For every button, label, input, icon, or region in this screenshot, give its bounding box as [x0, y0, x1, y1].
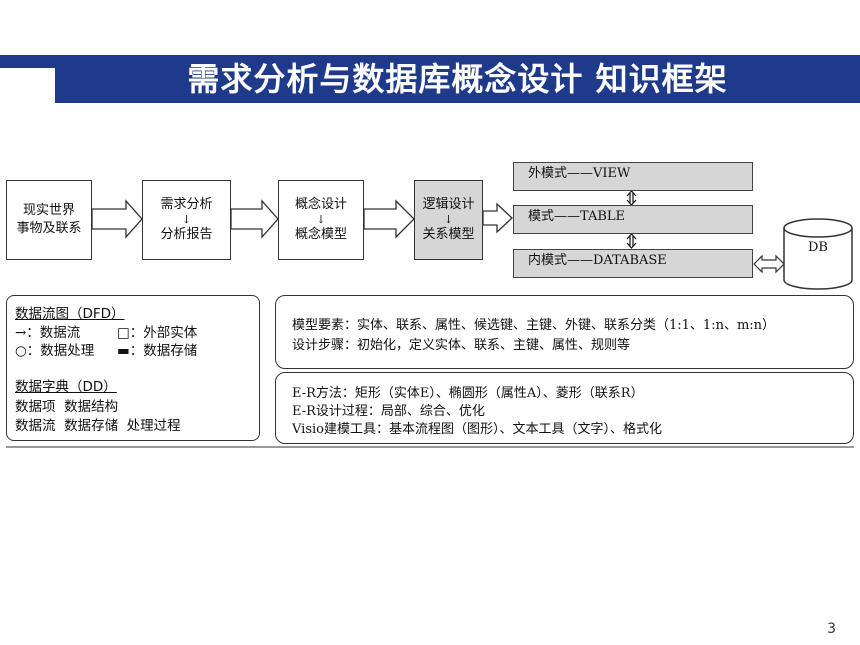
dfd-dd-panel: 数据流图（DFD） →：数据流 □：外部实体 ○：数据处理 ▬：数据存储 数据字… — [6, 295, 260, 441]
model-panel: 模型要素：实体、联系、属性、候选键、主键、外键、联系分类（1:1、1:n、m:n… — [275, 295, 854, 369]
dd-line1: 数据项 数据结构 — [15, 399, 119, 415]
concept-design-box: 概念设计 ↓ 概念模型 — [278, 180, 364, 260]
er-panel: E-R方法：矩形（实体E）、椭圆形（属性A）、菱形（联系R） E-R设计过程：局… — [275, 372, 854, 444]
slide-title: 需求分析与数据库概念设计 知识框架 — [187, 60, 728, 98]
real-world-line1: 现实世界 — [22, 203, 75, 218]
down-arrow-icon: ↓ — [443, 213, 454, 226]
real-world-box: 现实世界 事物及联系 — [6, 180, 92, 260]
schema-box: 模式——TABLE — [513, 205, 753, 234]
external-schema-box: 外模式——VIEW — [513, 162, 753, 191]
visio-tool-text: Visio建模工具：基本流程图（图形）、文本工具（文字）、格式化 — [292, 422, 662, 437]
relation-model-label: 关系模型 — [422, 227, 475, 242]
concept-model-label: 概念模型 — [294, 227, 347, 242]
internal-schema-label: 内模式——DATABASE — [528, 253, 667, 268]
concept-design-label: 概念设计 — [294, 197, 347, 212]
dfd-heading: 数据流图（DFD） — [15, 306, 125, 322]
requirement-analysis-label: 需求分析 — [160, 197, 213, 212]
real-world-line2: 事物及联系 — [16, 221, 82, 236]
db-cylinder — [783, 218, 853, 290]
analysis-report-label: 分析报告 — [160, 227, 213, 242]
dfd-external-entity: □：外部实体 — [117, 325, 198, 341]
flow-arrow-3 — [363, 199, 415, 239]
dfd-data-process: ○：数据处理 — [15, 343, 95, 359]
page-number: 3 — [827, 621, 836, 637]
logic-design-box: 逻辑设计 ↓ 关系模型 — [414, 180, 483, 260]
title-bar — [0, 55, 860, 103]
title-notch — [0, 68, 55, 103]
dfd-data-store: ▬：数据存储 — [117, 343, 198, 359]
flow-arrow-1 — [91, 199, 143, 239]
updown-arrow-1 — [626, 190, 637, 206]
logic-design-label: 逻辑设计 — [422, 197, 475, 212]
flow-arrow-4 — [482, 202, 513, 234]
updown-arrow-2 — [626, 233, 637, 249]
dfd-data-flow: →：数据流 — [15, 325, 81, 341]
er-process-text: E-R设计过程：局部、综合、优化 — [292, 404, 485, 419]
schema-label: 模式——TABLE — [528, 209, 626, 224]
model-elements-text: 模型要素：实体、联系、属性、候选键、主键、外键、联系分类（1:1、1:n、m:n… — [292, 318, 776, 333]
design-steps-text: 设计步骤：初始化，定义实体、联系、主键、属性、规则等 — [292, 338, 631, 353]
db-label: DB — [808, 240, 828, 255]
requirement-analysis-box: 需求分析 ↓ 分析报告 — [142, 180, 231, 260]
flow-arrow-2 — [230, 199, 279, 239]
dd-heading: 数据字典（DD） — [15, 379, 117, 395]
db-double-arrow — [753, 254, 785, 274]
er-method-text: E-R方法：矩形（实体E）、椭圆形（属性A）、菱形（联系R） — [292, 386, 644, 401]
dd-line2: 数据流 数据存储 处理过程 — [15, 418, 181, 434]
down-arrow-icon: ↓ — [181, 213, 192, 226]
down-arrow-icon: ↓ — [316, 213, 326, 226]
internal-schema-box: 内模式——DATABASE — [513, 249, 753, 278]
external-schema-label: 外模式——VIEW — [528, 166, 631, 181]
